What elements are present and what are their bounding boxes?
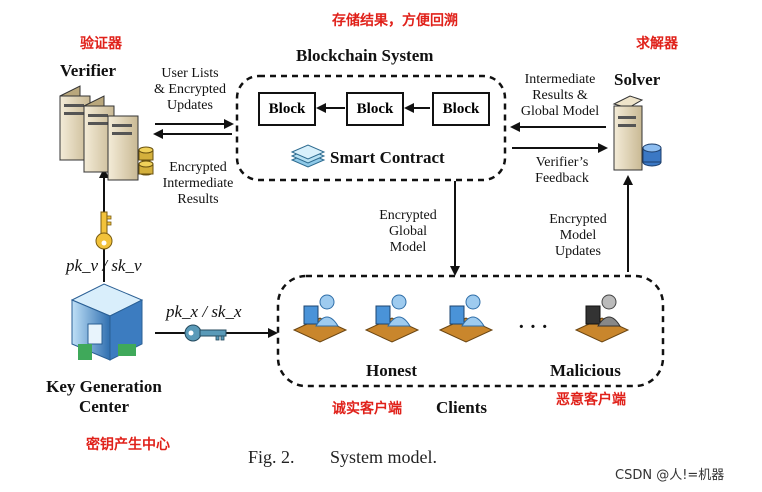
verifier-label: Verifier xyxy=(60,61,117,80)
smart-contract-label: Smart Contract xyxy=(330,148,445,167)
honest-clients-cn-annotation: 诚实客户端 xyxy=(332,401,402,417)
client-key-icon xyxy=(184,324,227,342)
verifier-feedback-label: Verifier’s Feedback xyxy=(535,155,589,186)
solver-server-icon xyxy=(612,95,662,171)
encrypted-model-updates-label: Encrypted Model Updates xyxy=(549,212,607,259)
verifier-key-label: pk_v / sk_v xyxy=(66,256,142,275)
honest-client-icon xyxy=(364,294,420,343)
encrypted-intermediate-results-label: Encrypted Intermediate Results xyxy=(162,160,234,207)
clients-boundary xyxy=(276,274,665,388)
csdn-watermark: CSDN @人!=机器 xyxy=(615,468,725,483)
smart-contract-icon xyxy=(290,144,326,168)
honest-client-icon xyxy=(438,294,494,343)
user-lists-label: User Lists & Encrypted Updates xyxy=(154,66,226,113)
solver-cn-annotation: 求解器 xyxy=(636,36,678,52)
verifier-servers-icon xyxy=(59,85,154,181)
verifier-cn-annotation: 验证器 xyxy=(80,36,122,52)
storage-cn-annotation: 存储结果，方便回溯 xyxy=(332,13,458,29)
client-key-label: pk_x / sk_x xyxy=(166,302,242,321)
encrypted-global-model-label: Encrypted Global Model xyxy=(379,208,437,255)
kgc-cn-annotation: 密钥产生中心 xyxy=(86,437,170,453)
malicious-label: Malicious xyxy=(550,361,621,380)
honest-label: Honest xyxy=(366,361,417,380)
block-3: Block xyxy=(432,92,490,126)
key-generation-center-label: Key Generation Center xyxy=(46,377,162,416)
honest-client-icon xyxy=(292,294,348,343)
key-generation-center-icon xyxy=(70,283,144,361)
blockchain-system-title: Blockchain System xyxy=(296,46,434,65)
intermediate-results-global-model-label: Intermediate Results & Global Model xyxy=(520,72,600,119)
blockchain-system-boundary xyxy=(235,74,507,182)
malicious-clients-cn-annotation: 恶意客户端 xyxy=(556,392,626,408)
more-clients-ellipsis: · · · xyxy=(518,316,549,338)
figure-number: Fig. 2. xyxy=(248,447,295,467)
malicious-client-icon xyxy=(574,294,630,343)
clients-label: Clients xyxy=(436,398,487,417)
block-2: Block xyxy=(346,92,404,126)
block-1: Block xyxy=(258,92,316,126)
verifier-key-icon xyxy=(95,211,113,250)
solver-label: Solver xyxy=(614,70,661,89)
figure-caption: System model. xyxy=(330,447,437,467)
